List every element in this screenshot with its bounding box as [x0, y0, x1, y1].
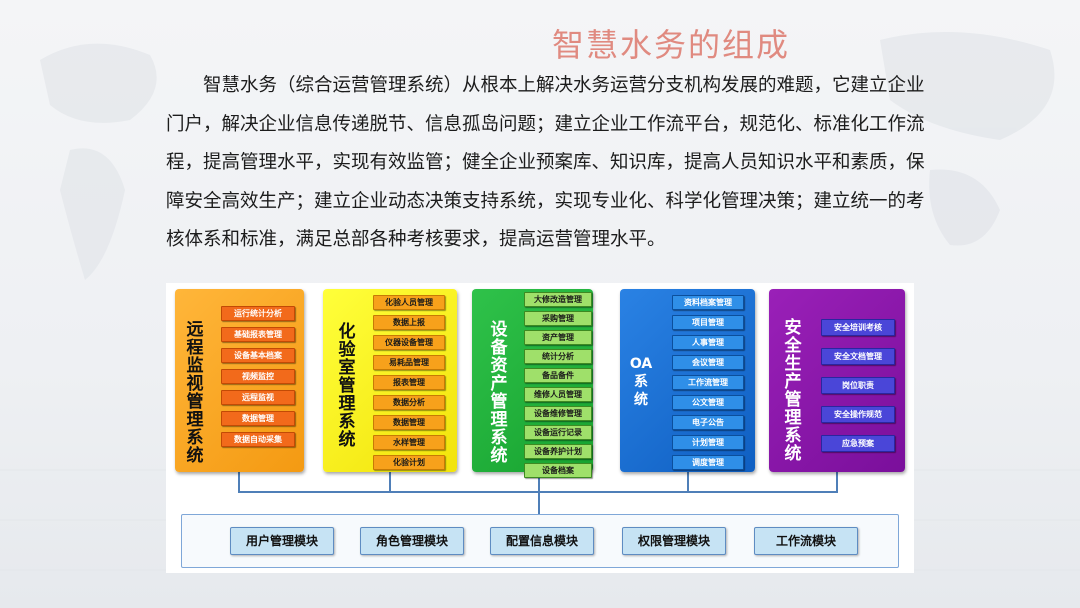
list-item: 报表管理 [373, 375, 445, 390]
list-item: 远程监视 [221, 390, 295, 405]
connector-vertical-3 [538, 472, 540, 514]
module-workflow: 工作流模块 [754, 527, 858, 555]
list-item: 应急预案 [821, 435, 895, 452]
intro-paragraph: 智慧水务（综合运营管理系统）从根本上解决水务运营分支机构发展的难题，它建立企业门… [166, 75, 925, 250]
connector-vertical-2 [389, 472, 391, 492]
list-item: 大修改造管理 [524, 292, 592, 307]
panel-equipment-assets: 设备资产管理系统 大修改造管理 采购管理 资产管理 统计分析 备品备件 维修人员… [472, 289, 593, 478]
list-item: 易耗品管理 [373, 355, 445, 370]
list-item: 基础报表管理 [221, 327, 295, 342]
list-item: 设备基本档案 [221, 348, 295, 363]
list-item: 化验计划 [373, 455, 445, 470]
list-item: 数据分析 [373, 395, 445, 410]
list-item: 设备运行记录 [524, 425, 592, 440]
list-item: 数据上报 [373, 315, 445, 330]
list-item: 运行统计分析 [221, 306, 295, 321]
list-item: 采购管理 [524, 311, 592, 326]
list-item: 设备档案 [524, 463, 592, 478]
list-item: 工作流管理 [672, 375, 744, 390]
list-item: 设备养护计划 [524, 444, 592, 459]
panel-label: 化验室管理系统 [338, 322, 356, 450]
panel-label: 安全生产管理系统 [784, 318, 802, 464]
module-user-management: 用户管理模块 [230, 527, 334, 555]
panel-oa: OA系统 资料档案管理 项目管理 人事管理 会议管理 工作流管理 公文管理 电子… [620, 289, 755, 472]
list-item: 统计分析 [524, 349, 592, 364]
module-bar: 用户管理模块 角色管理模块 配置信息模块 权限管理模块 工作流模块 [181, 514, 899, 568]
list-item: 设备维修管理 [524, 406, 592, 421]
list-item: 备品备件 [524, 368, 592, 383]
list-item: 项目管理 [672, 315, 744, 330]
panel-label: 设备资产管理系统 [490, 320, 508, 466]
panel-laboratory: 化验室管理系统 化验人员管理 数据上报 仪器设备管理 易耗品管理 报表管理 数据… [323, 289, 457, 472]
connector-vertical-1 [238, 472, 240, 492]
list-item: 资料档案管理 [672, 295, 744, 310]
page-title: 智慧水务的组成 [552, 26, 791, 64]
connector-vertical-4 [687, 472, 689, 492]
list-item: 人事管理 [672, 335, 744, 350]
list-item: 安全操作规范 [821, 406, 895, 423]
module-permission-management: 权限管理模块 [622, 527, 726, 555]
list-item: 数据管理 [373, 415, 445, 430]
system-diagram: 远程监视管理系统 运行统计分析 基础报表管理 设备基本档案 视频监控 远程监视 … [166, 283, 914, 573]
list-item: 计划管理 [672, 435, 744, 450]
panel-label: OA系统 [629, 356, 653, 408]
connector-horizontal [238, 491, 838, 493]
list-item: 安全文档管理 [821, 348, 895, 365]
module-role-management: 角色管理模块 [360, 527, 464, 555]
panel-label: 远程监视管理系统 [186, 320, 204, 466]
list-item: 安全培训考核 [821, 319, 895, 336]
list-item: 会议管理 [672, 355, 744, 370]
list-item: 资产管理 [524, 330, 592, 345]
list-item: 化验人员管理 [373, 295, 445, 310]
panel-safety-production: 安全生产管理系统 安全培训考核 安全文档管理 岗位职责 安全操作规范 应急预案 [769, 289, 905, 472]
list-item: 水样管理 [373, 435, 445, 450]
list-item: 视频监控 [221, 369, 295, 384]
list-item: 数据管理 [221, 411, 295, 426]
list-item: 调度管理 [672, 455, 744, 470]
list-item: 仪器设备管理 [373, 335, 445, 350]
panel-remote-monitoring: 远程监视管理系统 运行统计分析 基础报表管理 设备基本档案 视频监控 远程监视 … [175, 289, 304, 472]
list-item: 数据自动采集 [221, 432, 295, 447]
module-config-info: 配置信息模块 [490, 527, 594, 555]
connector-vertical-5 [836, 472, 838, 492]
list-item: 维修人员管理 [524, 387, 592, 402]
list-item: 岗位职责 [821, 377, 895, 394]
list-item: 公文管理 [672, 395, 744, 410]
list-item: 电子公告 [672, 415, 744, 430]
